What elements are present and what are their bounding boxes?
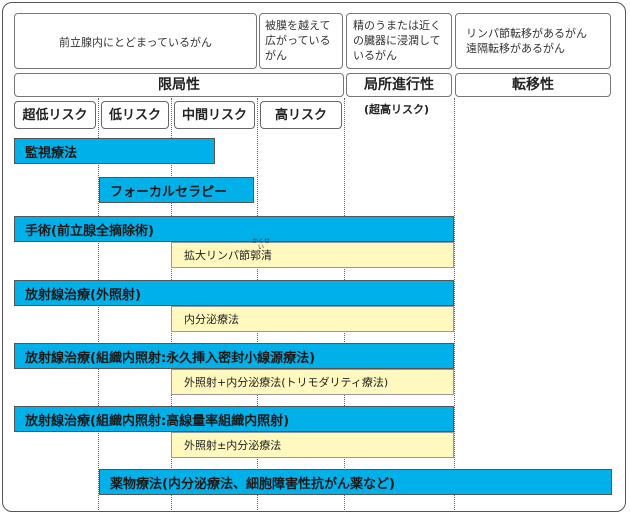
sub-trimodality: 外照射+内分泌療法(トリモダリティ療法) (171, 369, 454, 395)
risk-low: 低リスク (101, 101, 169, 129)
bar-focal-therapy-label: フォーカルセラピー (110, 184, 228, 200)
sub-external-hormone: 外照射±内分泌療法 (171, 432, 454, 458)
sub-lymph-kaku: かくせい郭清 (250, 239, 272, 263)
bar-drug-therapy-label: 薬物療法(内分泌療法、細胞障害性抗がん薬など) (110, 476, 395, 492)
stage-box-seminal: 精のうまたは近くの臓器に浸潤しているがん (346, 13, 452, 69)
risk-intermediate: 中間リスク (174, 101, 255, 129)
bar-brachy-hdr: 放射線治療(組織内照射:高線量率組織内照射) (14, 406, 454, 432)
stage-box-capsule: 被膜を越えて広がっているがん (259, 13, 343, 69)
stage-metastatic-text: リンパ節転移があるがん 遠隔転移があるがん (466, 27, 587, 55)
stage-seminal-text: 精のうまたは近くの臓器に浸潤しているがん (353, 19, 441, 62)
sub-lymph-kaku-ruby: かくせい (251, 238, 270, 251)
bar-radiation-external-label: 放射線治療(外照射) (25, 287, 141, 303)
bar-focal-therapy: フォーカルセラピー (99, 177, 254, 203)
risk-high: 高リスク (260, 101, 342, 129)
stage-box-localized: 前立腺内にとどまっているがん (14, 13, 257, 69)
sub-hormone-label: 内分泌療法 (184, 313, 239, 326)
bar-surgery: 手術(前立腺全摘除術) (14, 216, 454, 242)
sub-external-hormone-label: 外照射±内分泌療法 (184, 439, 282, 452)
sub-lymph-kaku-text: 郭 (250, 249, 261, 262)
sub-hormone: 内分泌療法 (171, 306, 454, 332)
bar-surgery-label: 手術(前立腺全摘除術) (25, 223, 154, 239)
risk-very-low: 超低リスク (14, 101, 96, 129)
stage-capsule-text: 被膜を越えて広がっているがん (265, 19, 331, 62)
sub-trimodality-label: 外照射+内分泌療法(トリモダリティ療法) (184, 376, 389, 389)
category-localized: 限局性 (14, 73, 344, 97)
sub-lymph-sei-text: 清 (261, 249, 272, 262)
bar-radiation-external: 放射線治療(外照射) (14, 280, 454, 306)
diagram-frame (2, 2, 626, 512)
bar-drug-therapy: 薬物療法(内分泌療法、細胞障害性抗がん薬など) (99, 469, 612, 495)
risk-very-high-note: (超高リスク) (364, 103, 430, 116)
stage-localized-text: 前立腺内にとどまっているがん (58, 36, 212, 49)
bar-surveillance: 監視療法 (14, 138, 215, 164)
stage-box-metastatic: リンパ節転移があるがん 遠隔転移があるがん (455, 13, 611, 69)
category-metastatic: 転移性 (455, 73, 611, 97)
divider-locally-advanced (454, 98, 455, 512)
bar-surveillance-label: 監視療法 (25, 145, 78, 161)
sub-lymph-base: 拡大リンパ節 (184, 249, 250, 262)
bar-brachy-seed-label: 放射線治療(組織内照射:永久挿入密封小線源療法) (25, 350, 316, 366)
bar-brachy-seed: 放射線治療(組織内照射:永久挿入密封小線源療法) (14, 343, 454, 369)
category-locally-advanced: 局所進行性 (346, 73, 452, 97)
sub-lymph-dissection: 拡大リンパ節かくせい郭清 (171, 239, 454, 268)
bar-brachy-hdr-label: 放射線治療(組織内照射:高線量率組織内照射) (25, 413, 290, 429)
